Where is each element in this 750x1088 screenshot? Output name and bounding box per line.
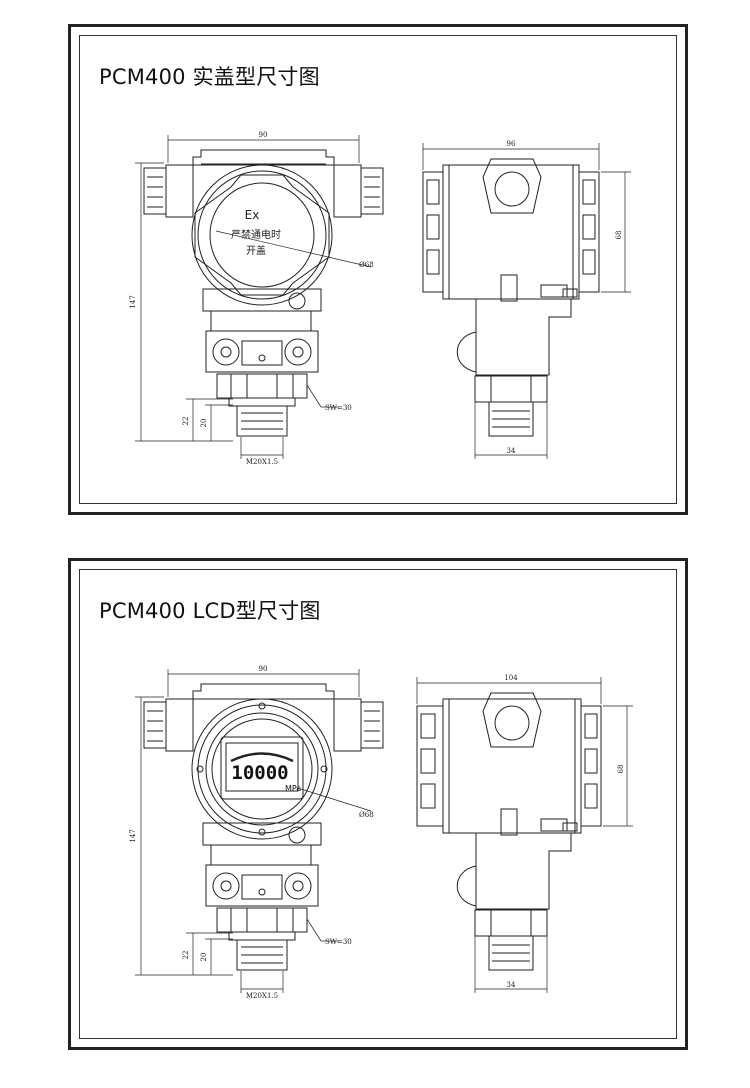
front-h-inner-dim: 20 [200,953,208,962]
panel-inner-frame [79,35,677,504]
side-height-dim: 68 [615,231,623,240]
side-view [422,143,631,459]
cover-warning-line1: 严禁通电时 [231,228,281,241]
front-height-dim: 147 [129,295,137,308]
front-view [135,669,384,993]
front-view [135,135,384,459]
front-dia-dim: Ø68 [359,261,374,269]
panel-title: PCM400 实盖型尺寸图 [99,65,320,89]
panel-title: PCM400 LCD型尺寸图 [99,599,321,623]
panel-inner-frame [79,569,677,1039]
side-bottom-dim: 34 [507,447,516,455]
side-width-dim: 96 [507,140,516,148]
front-h-outer-dim: 22 [182,417,190,426]
front-dia-dim: Ø68 [359,811,374,819]
side-bottom-dim: 34 [507,981,516,989]
lcd-drawing: 90 147 22 20 SW=30 M20X1.5 Ø68 10000 MPa… [129,665,633,1000]
side-view [416,677,633,993]
lcd-dimension-panel: PCM400 LCD型尺寸图 [68,558,688,1050]
front-width-dim: 90 [259,131,268,139]
front-sw-dim: SW=30 [325,938,352,946]
solid-cover-dimension-panel: PCM400 实盖型尺寸图 [68,24,688,515]
cover-ex-text: Ex [245,208,260,222]
solid-cover-drawing: 90 147 22 20 SW=30 M20X1.5 Ø68 Ex 严禁通电时 … [129,131,631,466]
front-sw-dim: SW=30 [325,404,352,412]
lcd-unit: MPa [285,784,301,793]
front-h-outer-dim: 22 [182,951,190,960]
front-thread-dim: M20X1.5 [246,992,278,1000]
front-width-dim: 90 [259,665,268,673]
front-h-inner-dim: 20 [200,419,208,428]
front-thread-dim: M20X1.5 [246,458,278,466]
cover-warning-line2: 开盖 [246,244,266,257]
lcd-value: 10000 [231,762,288,784]
front-height-dim: 147 [129,829,137,842]
side-width-dim: 104 [504,674,518,682]
side-height-dim: 68 [617,765,625,774]
